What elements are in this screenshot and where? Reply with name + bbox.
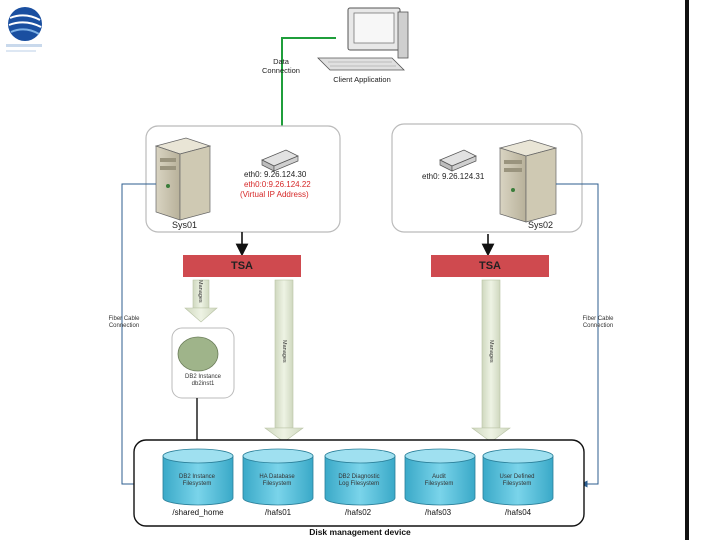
server-sys02-icon bbox=[498, 139, 558, 223]
sys02-eth0-label: eth0: 9.26.124.31 bbox=[422, 172, 485, 181]
client-computer-icon bbox=[317, 7, 409, 71]
mount-hafs02: /hafs02 bbox=[344, 508, 372, 517]
manages-label: Manages bbox=[197, 280, 203, 303]
tsa-sys02: TSA bbox=[431, 255, 549, 277]
db2-instance-label: DB2 Instance db2inst1 bbox=[184, 374, 222, 387]
fiber-cable-left-label: Fiber Cable Connection bbox=[108, 316, 140, 329]
manages-arrow-hafs03 bbox=[471, 279, 511, 443]
mount-hafs01: /hafs01 bbox=[264, 508, 292, 517]
fs-title-2: HA Database Filesystem bbox=[259, 474, 295, 487]
sys01-name: Sys01 bbox=[172, 220, 198, 230]
manages-arrow-instance bbox=[184, 279, 218, 323]
data-connection-line bbox=[274, 37, 336, 153]
mount-shared-home: /shared_home bbox=[172, 508, 224, 517]
fs-title-5: User Defined Filesystem bbox=[499, 474, 535, 487]
sys01-virtual-ip-note: (Virtual IP Address) bbox=[240, 190, 309, 199]
logo-icon bbox=[6, 7, 42, 52]
disk-management-label: Disk management device bbox=[309, 527, 411, 537]
sys01-virtual-ip-label: eth0:0:9.26.124.22 bbox=[244, 180, 311, 189]
manages-arrow-hafs01 bbox=[264, 279, 304, 443]
sys01-eth0-label: eth0: 9.26.124.30 bbox=[244, 170, 307, 179]
mount-hafs04: /hafs04 bbox=[504, 508, 532, 517]
fs-title-3: DB2 Diagnostic Log Filesystem bbox=[338, 474, 380, 487]
server-sys01-icon bbox=[154, 137, 212, 221]
fiber-cable-right-label: Fiber Cable Connection bbox=[582, 316, 614, 329]
fs-title-4: Audit Filesystem bbox=[424, 474, 454, 487]
filesystem-cylinder bbox=[242, 448, 314, 506]
filesystem-cylinder bbox=[324, 448, 396, 506]
filesystem-cylinder bbox=[404, 448, 476, 506]
tsa-sys01: TSA bbox=[183, 255, 301, 277]
manages-label: Manages bbox=[281, 340, 287, 363]
fiber-cable-left bbox=[121, 183, 156, 488]
manages-label: Manages bbox=[488, 340, 494, 363]
fs-title-1: DB2 Instance Filesystem bbox=[178, 474, 216, 487]
data-connection-label: Data Connection bbox=[262, 57, 300, 75]
right-frame-line bbox=[685, 0, 689, 540]
sys02-name: Sys02 bbox=[528, 220, 554, 230]
client-application-label: Client Application bbox=[333, 75, 391, 84]
network-card-icon bbox=[261, 149, 299, 172]
network-card-icon bbox=[439, 149, 477, 172]
filesystem-cylinders bbox=[162, 448, 554, 506]
fiber-cable-right bbox=[556, 183, 599, 488]
filesystem-cylinder bbox=[162, 448, 234, 506]
mount-hafs03: /hafs03 bbox=[424, 508, 452, 517]
filesystem-cylinder bbox=[482, 448, 554, 506]
db2-instance-icon bbox=[177, 336, 219, 372]
